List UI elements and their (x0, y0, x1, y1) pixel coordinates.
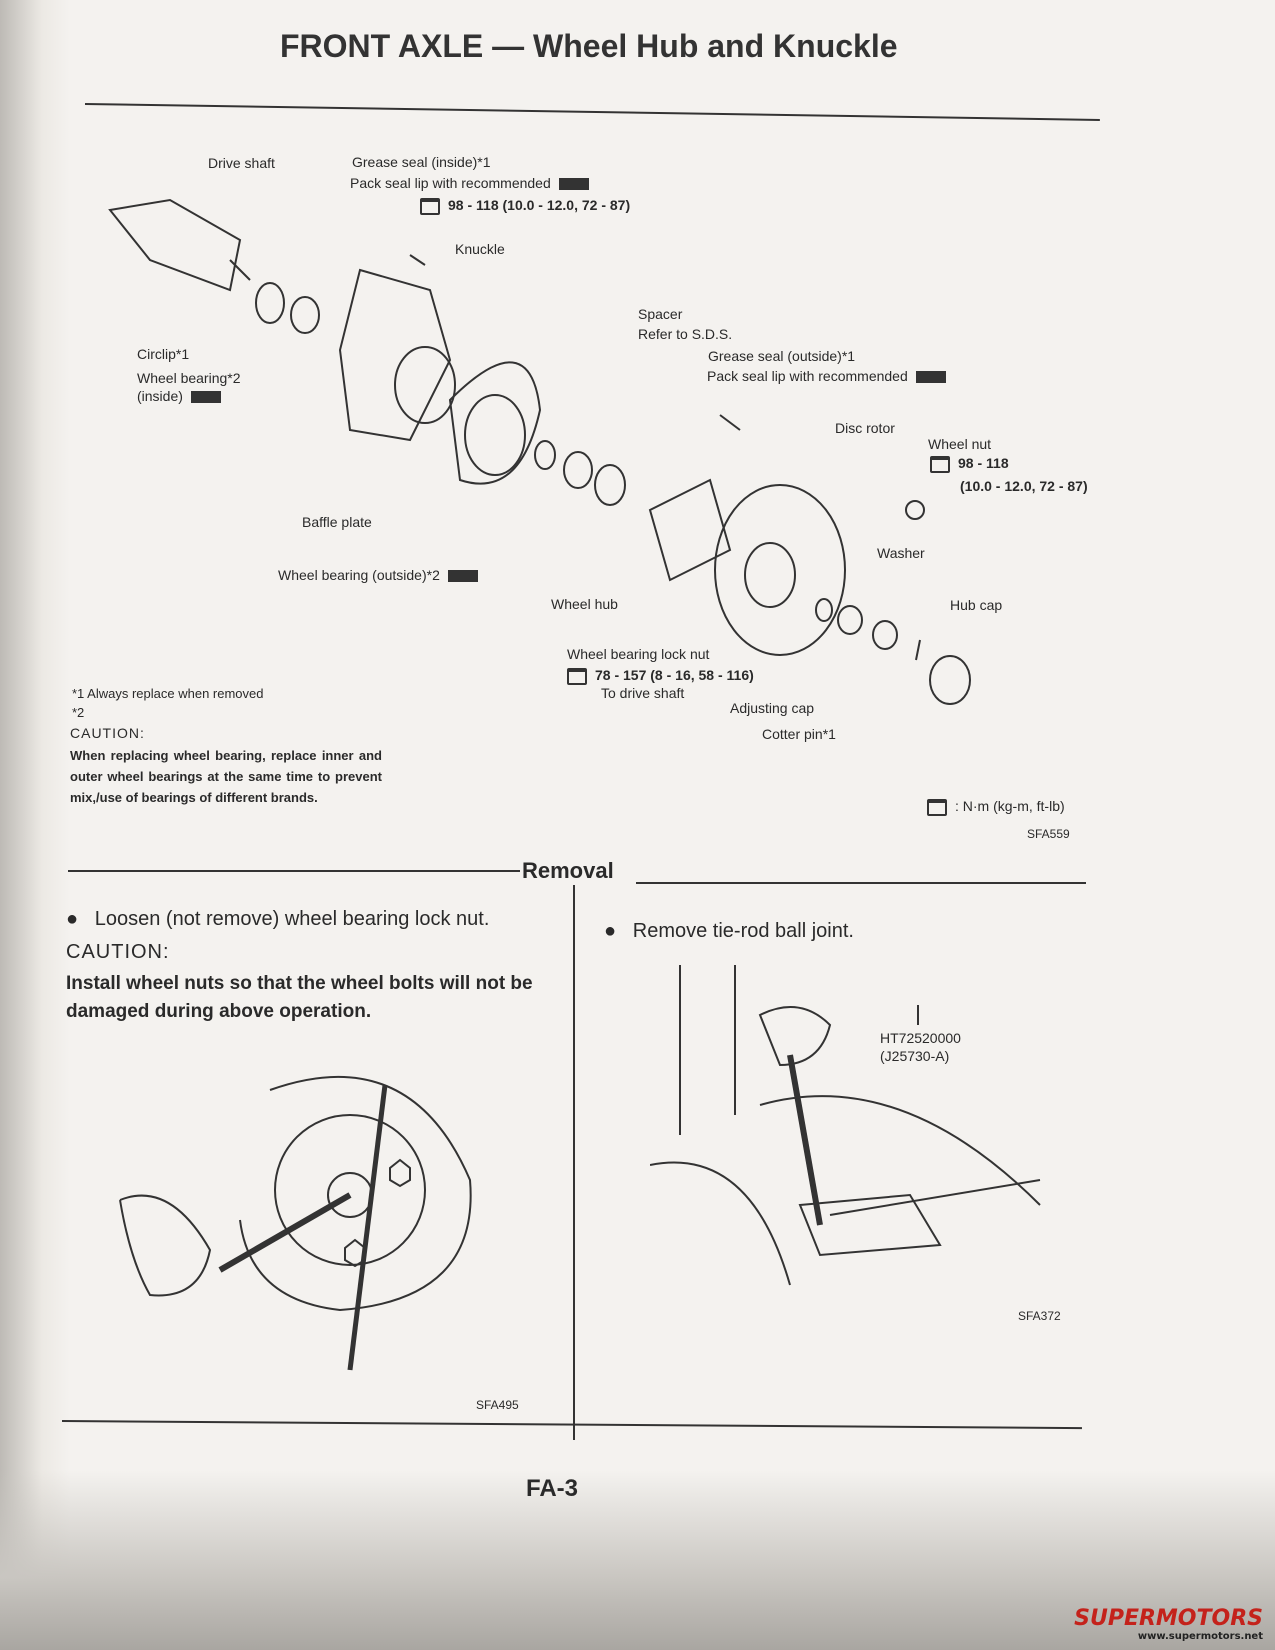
label-pack-seal-lip: Pack seal lip with recommended (350, 175, 589, 191)
label-grease-seal-outside: Grease seal (outside)*1 (708, 348, 856, 364)
label-to-drive-shaft: To drive shaft (601, 685, 685, 701)
grease-icon (447, 570, 478, 583)
torque-value: 98 - 118 (958, 455, 1009, 471)
wb-outside-text: Wheel bearing (outside)*2 (278, 567, 440, 583)
label-inside: (inside) (137, 388, 221, 404)
label-hub-cap: Hub cap (950, 597, 1003, 613)
label-wheel-nut: Wheel nut (928, 436, 992, 452)
wheel-nut (905, 500, 925, 520)
knuckle (338, 268, 452, 442)
pack-seal-text: Pack seal lip with recommended (707, 368, 908, 384)
figure-id-1: SFA559 (1027, 827, 1070, 841)
removal-heading: Removal (522, 858, 614, 883)
hub-cap (929, 655, 971, 705)
pack-seal-text: Pack seal lip with recommended (350, 175, 551, 191)
label-wheel-bearing-outside: Wheel bearing (outside)*2 (278, 567, 478, 583)
figure-id-3: SFA372 (1018, 1309, 1061, 1323)
grease-icon (190, 391, 221, 404)
grease-seal-inside (255, 282, 285, 324)
torque-value: 78 - 157 (8 - 16, 58 - 116) (595, 667, 754, 683)
label-torque-knuckle: 98 - 118 (10.0 - 12.0, 72 - 87) (420, 197, 630, 215)
label-wheel-nut-torque-2: (10.0 - 12.0, 72 - 87) (960, 478, 1088, 494)
spacer (534, 440, 556, 470)
label-wheel-nut-torque: 98 - 118 (930, 455, 1009, 473)
figure-id-2: SFA495 (476, 1398, 519, 1412)
caution-heading: CAUTION: (70, 725, 145, 741)
wheel-hub (648, 478, 732, 582)
tool-number: HT72520000 (880, 1030, 961, 1046)
label-lock-nut-torque: 78 - 157 (8 - 16, 58 - 116) (567, 667, 754, 685)
label-disc-rotor: Disc rotor (835, 420, 895, 436)
label-baffle-plate: Baffle plate (302, 514, 372, 530)
lock-nut (837, 605, 863, 635)
inside-text: (inside) (137, 388, 183, 404)
drive-shaft-boot (108, 198, 242, 292)
step-1-text: Loosen (not remove) wheel bearing lock n… (94, 908, 490, 930)
watermark-url: www.supermotors.net (1137, 1631, 1263, 1642)
note-1: *1 Always replace when removed (72, 686, 264, 701)
torque-wrench-icon (420, 197, 440, 215)
scan-shadow-bottom (0, 1470, 1275, 1650)
label-knuckle: Knuckle (455, 241, 505, 257)
washer (815, 598, 833, 622)
note-2: *2 (72, 705, 85, 720)
scan-shadow-left (0, 0, 70, 1650)
removal-caution-text: Install wheel nuts so that the wheel bol… (66, 973, 533, 1022)
removal-rule-right (636, 882, 1086, 884)
step-2: ● Remove tie-rod ball joint. (604, 920, 854, 942)
label-washer: Washer (877, 545, 925, 561)
grease-icon (558, 178, 589, 191)
label-drive-shaft: Drive shaft (208, 155, 275, 171)
title-rule (84, 103, 1100, 121)
label-lock-nut: Wheel bearing lock nut (567, 646, 710, 662)
label-adjusting-cap: Adjusting cap (730, 700, 815, 716)
label-pack-seal-lip-2: Pack seal lip with recommended (707, 368, 946, 384)
label-refer-sds: Refer to S.D.S. (638, 326, 733, 342)
baffle-plate (448, 361, 542, 485)
column-divider (573, 885, 575, 1440)
exploded-diagram (108, 198, 971, 705)
disc-rotor (714, 484, 846, 656)
unit-text: : N·m (kg-m, ft-lb) (955, 798, 1065, 814)
grease-seal-outside (594, 464, 626, 506)
tool-number-alt: (J25730-A) (880, 1048, 950, 1064)
label-spacer: Spacer (638, 306, 683, 322)
label-wheel-hub: Wheel hub (551, 596, 618, 612)
caution-text: When replacing wheel bearing, replace in… (70, 748, 382, 805)
page-number: FA-3 (526, 1475, 579, 1502)
watermark-text: SUPERMOTORS (1074, 1606, 1263, 1631)
removal-caution-heading: CAUTION: (66, 941, 170, 963)
step-2-text: Remove tie-rod ball joint. (632, 920, 854, 942)
page-title: FRONT AXLE — Wheel Hub and Knuckle (280, 28, 898, 64)
adjusting-cap (872, 620, 898, 650)
removal-rule-left (68, 870, 520, 872)
torque-wrench-icon (930, 455, 950, 473)
torque-value: 98 - 118 (10.0 - 12.0, 72 - 87) (448, 197, 631, 213)
wheel-bearing-inside (290, 296, 320, 334)
torque-wrench-icon (567, 667, 587, 685)
loosen-lock-nut-illustration (119, 1075, 472, 1371)
label-cotter-pin: Cotter pin*1 (762, 726, 836, 742)
tie-rod-removal-illustration (650, 965, 1041, 1286)
label-grease-seal-inside: Grease seal (inside)*1 (352, 154, 491, 170)
label-wheel-bearing-inside: Wheel bearing*2 (137, 370, 241, 386)
step-1: ● Loosen (not remove) wheel bearing lock… (66, 908, 490, 930)
torque-wrench-icon (927, 798, 947, 816)
wheel-bearing-outside (563, 451, 593, 489)
cotter-pin (915, 639, 921, 661)
bottom-rule (61, 1420, 1082, 1430)
label-circlip: Circlip*1 (137, 346, 190, 362)
grease-icon (915, 371, 946, 384)
unit-legend: : N·m (kg-m, ft-lb) (927, 798, 1065, 816)
